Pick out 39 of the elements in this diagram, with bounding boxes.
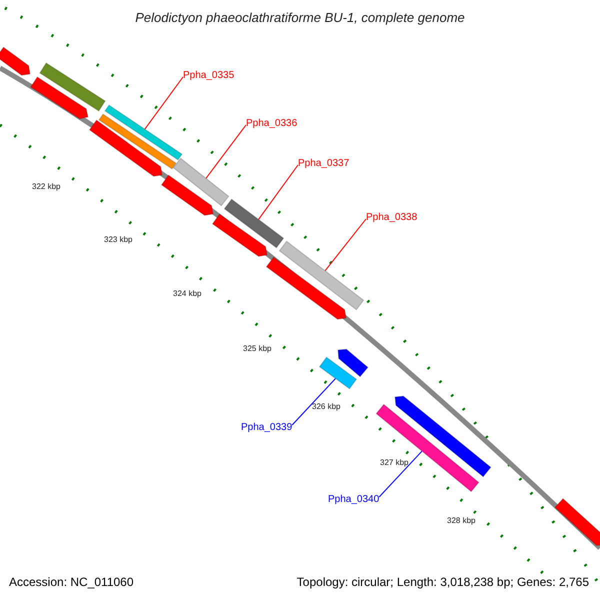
genome-stats: Topology: circular; Length: 3,018,238 bp; Genes: 2,765 xyxy=(296,575,589,589)
leader-line xyxy=(144,76,184,130)
gene-bar xyxy=(98,113,177,170)
scale-label: 324 kbp xyxy=(173,289,202,299)
scale-label: 327 kbp xyxy=(380,458,408,468)
scale-label: 325 kbp xyxy=(243,344,272,354)
gene-bar xyxy=(554,498,600,546)
gene-bar xyxy=(172,158,230,206)
leader-line xyxy=(324,218,366,272)
leader-line xyxy=(292,378,336,426)
gene-label: Ppha_0339 xyxy=(241,422,292,433)
gene-bar xyxy=(160,174,214,216)
leader-line xyxy=(206,124,246,179)
gene-bar xyxy=(318,356,358,390)
scale-label: 323 kbp xyxy=(104,235,132,245)
gene-bar xyxy=(376,404,480,492)
gene-bar xyxy=(266,256,347,320)
leader-line xyxy=(378,450,422,498)
gene-bar xyxy=(394,396,492,478)
leader-line xyxy=(258,164,298,220)
gene-bar xyxy=(39,62,106,112)
accession-text: Accession: NC_011060 xyxy=(9,575,134,589)
gene-bar xyxy=(278,240,364,310)
gene-label: Ppha_0336 xyxy=(246,118,298,129)
gene-bar xyxy=(104,104,183,161)
gene-label: Ppha_0337 xyxy=(298,158,350,169)
scale-label: 326 kbp xyxy=(312,402,340,412)
gene-label: Ppha_0335 xyxy=(183,70,234,81)
gene-bar xyxy=(30,76,89,120)
gene-bar xyxy=(212,213,268,257)
gene-bar xyxy=(0,46,31,76)
gene-bar xyxy=(88,119,163,177)
title: Pelodictyon phaeoclathratiforme BU-1, complete genome xyxy=(134,10,466,25)
gene-bar xyxy=(337,348,369,378)
scale-label: 328 kbp xyxy=(447,516,476,526)
gene-label: Ppha_0338 xyxy=(366,212,418,223)
scale-label: 322 kbp xyxy=(32,182,60,192)
gene-bar xyxy=(224,198,284,248)
gene-label: Ppha_0340 xyxy=(328,494,380,505)
